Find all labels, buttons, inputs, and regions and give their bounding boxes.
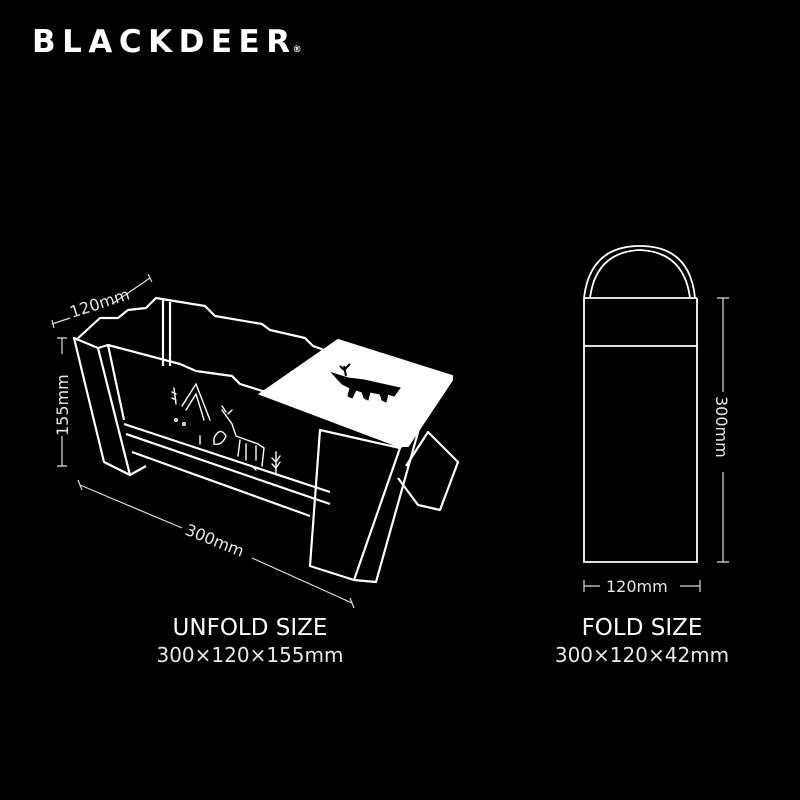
- unfold-size-caption: UNFOLD SIZE 300×120×155mm: [100, 614, 400, 668]
- fold-dimension-lines: [583, 297, 729, 592]
- brand-logo: BLACKDEER®: [32, 24, 302, 68]
- deer-logo-icon: [330, 363, 401, 403]
- brand-name: BLACKDEER: [32, 24, 297, 60]
- fold-size-caption: FOLD SIZE 300×120×42mm: [492, 614, 792, 668]
- unfold-size-value: 300×120×155mm: [156, 643, 344, 667]
- unfold-dimension-lines: [51, 273, 355, 609]
- unfold-length-label: 300mm: [183, 520, 247, 561]
- fold-height-label: 300mm: [712, 396, 731, 458]
- engraved-scenery-icon: [171, 382, 281, 475]
- unfolded-grill-drawing: [72, 296, 460, 584]
- grill-lid-plate: [257, 338, 453, 447]
- fold-size-title: FOLD SIZE: [581, 615, 703, 641]
- fold-size-value: 300×120×42mm: [554, 643, 730, 667]
- unfold-depth-label: 120mm: [67, 285, 132, 322]
- unfold-size-title: UNFOLD SIZE: [172, 615, 328, 641]
- unfold-height-label: 155mm: [53, 374, 72, 436]
- fold-width-label: 120mm: [606, 577, 668, 596]
- folded-grill-drawing: [583, 245, 698, 563]
- registered-mark: ®: [292, 45, 302, 55]
